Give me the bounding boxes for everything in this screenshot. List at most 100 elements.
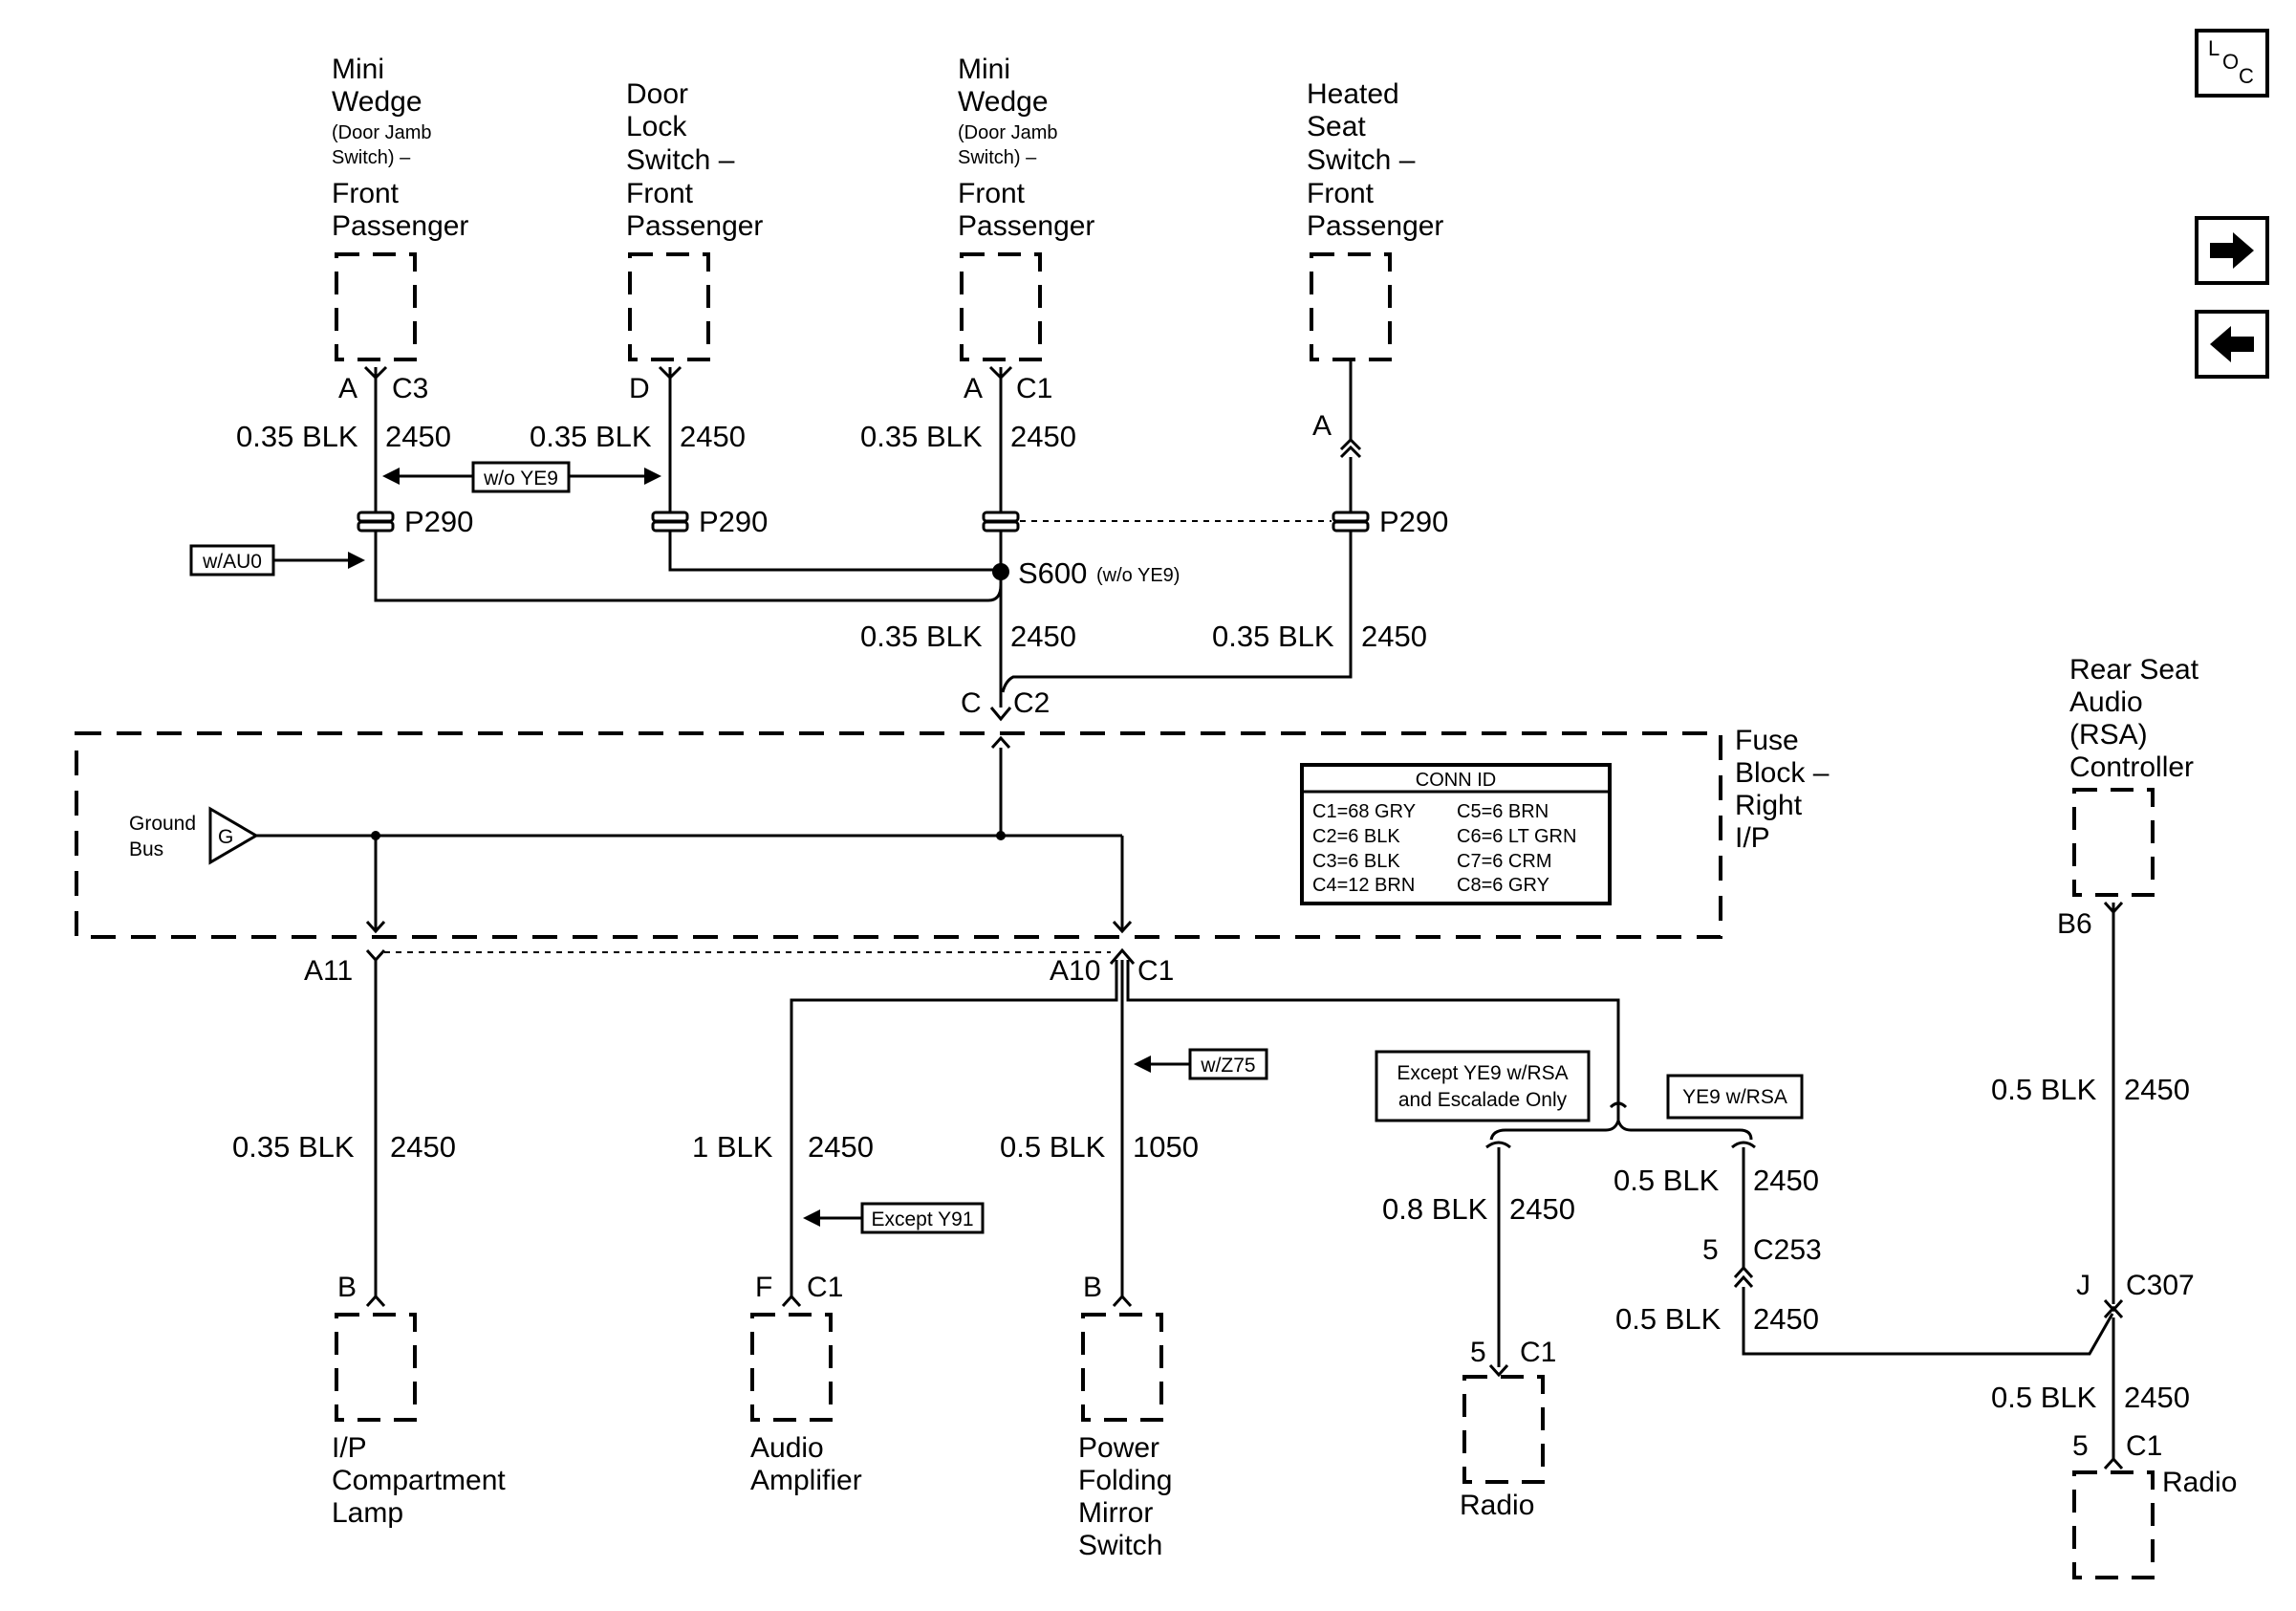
inline-connector-label: P290 <box>1379 505 1448 538</box>
label-line: Passenger <box>332 210 468 242</box>
connector-label: C1 <box>1137 955 1174 987</box>
option-box-ye9-rsa: YE9 w/RSA <box>1666 1074 1804 1120</box>
component-label-fuse-block: Fuse Block – Right I/P <box>1735 725 1830 854</box>
component-label-mini-wedge-2: Mini Wedge (Door Jamb Switch) – Front Pa… <box>958 54 1094 242</box>
option-box-w-z75 <box>1188 1048 1268 1080</box>
component-box-rsa-controller <box>2072 788 2155 897</box>
label-line: Heated <box>1307 78 1399 110</box>
ground-bus-label: Bus <box>129 838 163 860</box>
option-arrow-wo-ye9: w/o YE9 <box>382 461 661 493</box>
label-line: Front <box>958 178 1026 209</box>
wire-color-label: 0.35 BLK <box>530 420 652 453</box>
conn-id-entry: C1=68 GRY <box>1312 801 1416 822</box>
loc-button[interactable]: L O C <box>2195 29 2269 98</box>
connector-chevron <box>781 1294 802 1308</box>
wire-color-label: 0.5 BLK <box>1991 1381 2097 1414</box>
label-line: Mini <box>332 54 384 85</box>
connector-label: C1 <box>1520 1337 1556 1368</box>
wire-circuit-label: 2450 <box>390 1130 456 1164</box>
label-line: Compartment <box>332 1465 506 1496</box>
option-label: YE9 w/RSA <box>1682 1086 1787 1108</box>
wire-circuit-label: 2450 <box>1010 420 1076 453</box>
wire-color-label: 0.5 BLK <box>1991 1073 2097 1106</box>
ground-symbol-letter: G <box>218 826 233 848</box>
label-line: Right <box>1735 790 1803 821</box>
connector-label: C3 <box>392 373 428 404</box>
option-arrow-w-au0: w/AU0 <box>189 544 365 577</box>
inline-connector-label: P290 <box>699 505 768 538</box>
label-line: Fuse <box>1735 725 1799 756</box>
inline-connectors-p290 <box>357 511 1370 533</box>
wire-color-label: 0.35 BLK <box>860 420 983 453</box>
conn-id-entry: C5=6 BRN <box>1457 801 1549 822</box>
wires-radio-branches <box>1488 1147 2114 1378</box>
component-box-mini-wedge-2 <box>960 252 1042 361</box>
component-box-mini-wedge-1 <box>335 252 417 361</box>
wire-circuit-label: 2450 <box>2124 1381 2190 1414</box>
component-box-audio-amp <box>750 1313 833 1422</box>
connector-chevron <box>365 1294 386 1308</box>
conn-id-title: CONN ID <box>1416 770 1496 791</box>
pin-label: A <box>1312 410 1332 442</box>
pin-label: A <box>338 373 357 404</box>
label-line: Front <box>332 178 400 209</box>
previous-page-button[interactable] <box>2195 310 2269 379</box>
loc-letter: O <box>2222 50 2239 74</box>
component-label-radio-1: Radio <box>1460 1490 1534 1521</box>
option-label: and Escalade Only <box>1398 1089 1568 1111</box>
wire-circuit-label: 2450 <box>1509 1192 1575 1226</box>
wire-circuit-label: 1050 <box>1133 1130 1199 1164</box>
ground-symbol <box>208 806 259 865</box>
conn-id-entry: C4=12 BRN <box>1312 875 1415 896</box>
wire-circuit-label: 2450 <box>1010 620 1076 653</box>
option-label: Except Y91 <box>871 1208 973 1230</box>
component-label-mini-wedge-1: Mini Wedge (Door Jamb Switch) – Front Pa… <box>332 54 468 242</box>
option-box-except-ye9-rsa: Except YE9 w/RSA and Escalade Only <box>1375 1050 1591 1122</box>
wires-bottom-left <box>374 960 1620 1296</box>
option-label: Except YE9 w/RSA <box>1397 1062 1568 1084</box>
next-page-button[interactable] <box>2195 216 2269 285</box>
conn-id-entry: C3=6 BLK <box>1312 851 1400 872</box>
wire-color-label: 1 BLK <box>692 1130 773 1164</box>
label-line: Switch – <box>1307 144 1416 176</box>
component-label-heated-seat: Heated Seat Switch – Front Passenger <box>1307 78 1443 242</box>
label-line: Wedge <box>958 86 1049 118</box>
pin-label: J <box>2076 1270 2090 1301</box>
label-line: Folding <box>1078 1465 1172 1496</box>
label-line: Front <box>1307 178 1375 209</box>
label-line: Passenger <box>1307 210 1443 242</box>
wire-circuit-label: 2450 <box>1753 1302 1819 1336</box>
label-line: Switch) – <box>958 147 1037 168</box>
arrow-left-icon <box>2210 326 2254 362</box>
option-label: w/AU0 <box>202 551 262 573</box>
label-line: Switch – <box>626 144 735 176</box>
label-line: Mini <box>958 54 1010 85</box>
wire-color-label: 0.35 BLK <box>1212 620 1334 653</box>
component-box-power-mirror <box>1081 1313 1163 1422</box>
pin-label: A <box>964 373 983 404</box>
connector-chevron <box>989 707 1012 722</box>
pin-label: 5 <box>2072 1430 2089 1462</box>
connector-chevron <box>1109 947 1136 965</box>
label-line: I/P <box>1735 822 1770 854</box>
pin-label: D <box>629 373 650 404</box>
label-line: Switch) – <box>332 147 411 168</box>
label-line: (RSA) <box>2069 719 2148 751</box>
pin-label: A11 <box>304 955 353 987</box>
pin-label: 5 <box>1470 1337 1486 1368</box>
connector-chevron <box>990 735 1011 750</box>
pin-label: B <box>337 1272 357 1303</box>
conn-id-entry: C8=6 GRY <box>1457 875 1549 896</box>
label-line: Seat <box>1307 111 1366 142</box>
wire-color-label: 0.35 BLK <box>236 420 358 453</box>
wires-top <box>374 359 1353 708</box>
label-line: Switch <box>1078 1530 1162 1561</box>
connector-chevron <box>365 948 386 963</box>
connector-chevron <box>1112 1294 1133 1308</box>
conn-id-entry: C2=6 BLK <box>1312 826 1400 847</box>
label-line: Block – <box>1735 757 1830 789</box>
label-line: Mirror <box>1078 1497 1153 1529</box>
label-line: (Door Jamb <box>958 122 1057 143</box>
label-line: Lock <box>626 111 687 142</box>
